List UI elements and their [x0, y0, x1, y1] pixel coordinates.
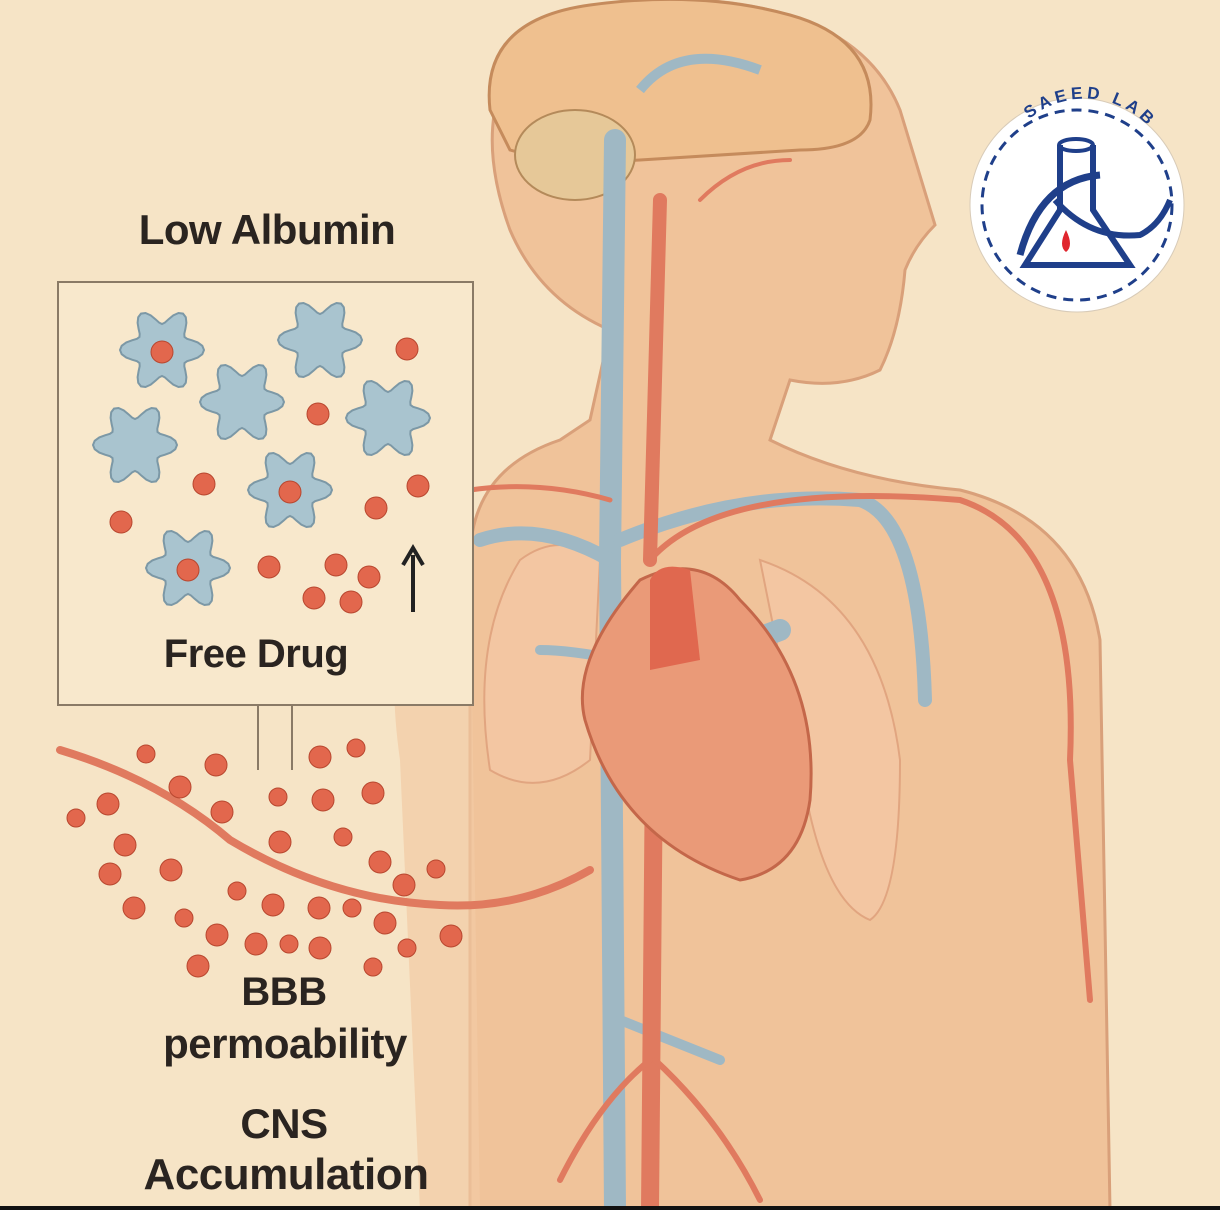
drug-molecule — [261, 893, 285, 917]
drug-molecule — [122, 896, 146, 920]
drug-molecule — [368, 850, 392, 874]
drug-molecule — [364, 496, 388, 520]
drug-molecule — [357, 565, 381, 589]
drug-molecule — [257, 555, 281, 579]
drug-molecule — [244, 932, 268, 956]
free-drug-inset — [57, 281, 474, 770]
drug-molecule — [333, 827, 353, 847]
drug-molecule — [311, 788, 335, 812]
drug-molecule — [392, 873, 416, 897]
drug-molecule — [395, 337, 419, 361]
drug-molecule — [397, 938, 417, 958]
drug-molecule — [339, 590, 363, 614]
albumin-protein — [198, 363, 286, 441]
title-low-albumin: Low Albumin — [138, 206, 396, 253]
up-arrow-icon — [401, 544, 425, 612]
free-drug-label: Free Drug — [163, 632, 349, 676]
saeed-lab-logo: SAEED LAB — [969, 83, 1185, 313]
heart — [580, 566, 813, 882]
albumin-protein — [91, 406, 179, 484]
drug-molecule — [159, 858, 183, 882]
drug-molecule — [210, 800, 234, 824]
drug-molecule — [308, 936, 332, 960]
drug-molecule — [186, 954, 210, 978]
drug-molecule — [192, 472, 216, 496]
brain — [487, 0, 873, 201]
cns-label: CNS — [240, 1100, 328, 1147]
drug-molecule — [268, 787, 288, 807]
drug-molecule — [96, 792, 120, 816]
albumin-protein — [276, 301, 364, 379]
drug-molecule — [174, 908, 194, 928]
drug-molecule — [439, 924, 463, 948]
drug-molecule — [307, 896, 331, 920]
drug-molecule — [150, 340, 174, 364]
albumin-protein — [144, 529, 232, 607]
drug-molecule — [363, 957, 383, 977]
drug-molecule — [278, 480, 302, 504]
bbb-label: BBB — [241, 970, 327, 1014]
drug-molecule — [268, 830, 292, 854]
bottom-border — [0, 1206, 1220, 1210]
drug-molecule — [306, 402, 330, 426]
drug-molecule — [346, 738, 366, 758]
lungs — [483, 544, 902, 922]
drug-molecule — [66, 808, 86, 828]
albumin-protein — [118, 311, 206, 389]
albumin-protein — [344, 379, 432, 457]
drug-molecule — [426, 859, 446, 879]
drug-molecule — [176, 558, 200, 582]
drug-molecule — [168, 775, 192, 799]
drug-molecule — [227, 881, 247, 901]
accumulation-label: Accumulation — [143, 1150, 429, 1199]
drug-molecule — [109, 510, 133, 534]
drug-molecule — [98, 862, 122, 886]
drug-molecule — [361, 781, 385, 805]
drug-molecule — [136, 744, 156, 764]
drug-molecule — [113, 833, 137, 857]
drug-molecule — [279, 934, 299, 954]
drug-molecule — [302, 586, 326, 610]
drug-molecule — [373, 911, 397, 935]
albumin-protein — [246, 451, 334, 529]
permeability-label: permoability — [163, 1020, 407, 1067]
drug-molecule — [406, 474, 430, 498]
drug-molecule — [308, 745, 332, 769]
drug-molecule — [342, 898, 362, 918]
drug-molecule — [204, 753, 228, 777]
drug-molecule — [324, 553, 348, 577]
drug-molecule — [205, 923, 229, 947]
